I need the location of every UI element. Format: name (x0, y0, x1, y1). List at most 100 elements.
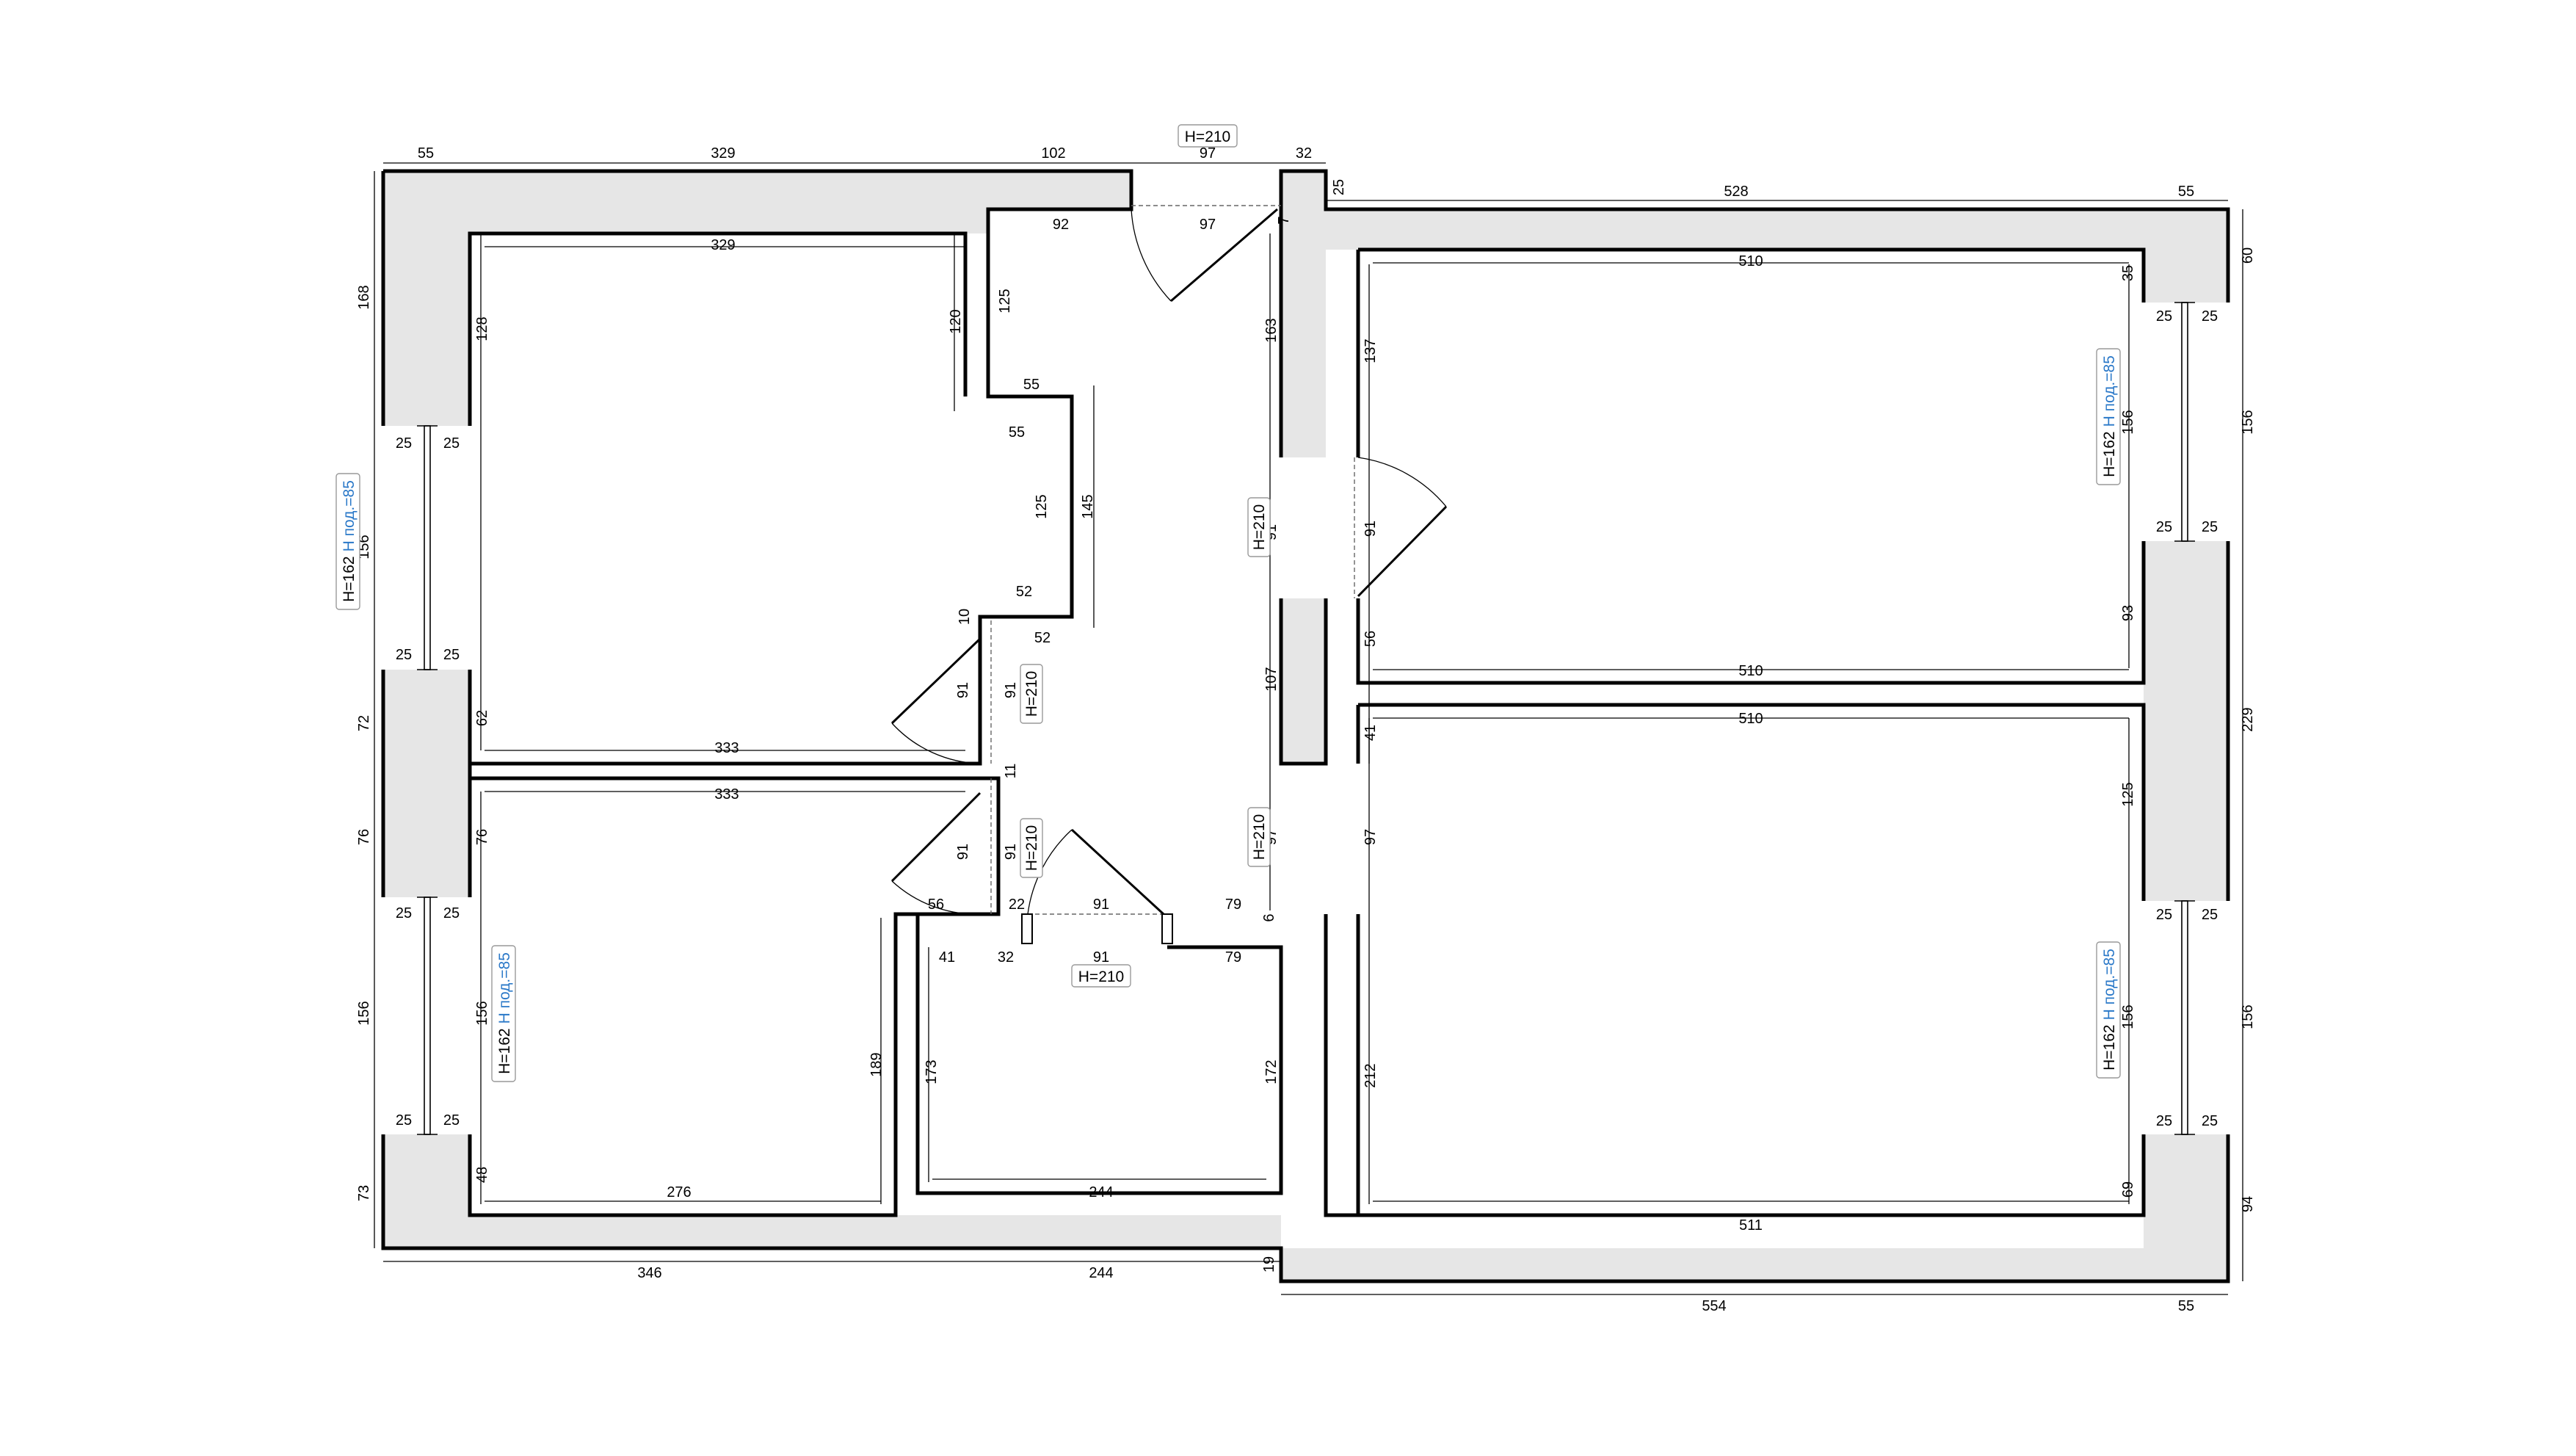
dim-41a: 41 (939, 949, 955, 966)
dim-top-7: 528 (1724, 184, 1748, 200)
dim-91d: 91 (1003, 844, 1019, 860)
dim-25-r7: 25 (2156, 1113, 2172, 1129)
svg-text:H=162H под.=85: H=162H под.=85 (2101, 355, 2118, 477)
dim-173: 173 (924, 1060, 940, 1084)
window-right-upper (2181, 302, 2188, 542)
dim-145: 145 (1080, 494, 1096, 518)
dim-91b: 91 (1003, 682, 1019, 698)
dim-right-1: 60 (2240, 247, 2256, 264)
dim-48: 48 (474, 1167, 490, 1183)
dim-25-r4: 25 (2202, 519, 2218, 535)
svg-text:H=162H под.=85: H=162H под.=85 (496, 952, 513, 1074)
svg-text:H=210: H=210 (1023, 825, 1040, 871)
dim-189: 189 (868, 1052, 885, 1076)
svg-text:H=210: H=210 (1023, 671, 1040, 717)
window-tag-left-lower: H=162H под.=85 (491, 945, 516, 1082)
dim-156-ll: 156 (474, 1001, 490, 1025)
dim-bottom-2: 244 (1089, 1265, 1113, 1281)
dim-32: 32 (998, 949, 1014, 966)
dim-92: 92 (1053, 217, 1069, 233)
door-tag-left-lower: H=210 (1020, 818, 1043, 878)
room-upper-left-door (890, 620, 992, 764)
room-lower-left-door (890, 778, 992, 915)
svg-text:H=162H под.=85: H=162H под.=85 (341, 480, 358, 602)
svg-text:H=162H под.=85: H=162H под.=85 (2101, 949, 2118, 1071)
dim-35: 35 (2120, 265, 2136, 281)
dim-25-l1: 25 (396, 435, 412, 452)
dim-25-r8: 25 (2202, 1113, 2218, 1129)
door-tag-bath: H=210 (1071, 964, 1131, 988)
dim-333a: 333 (714, 740, 739, 756)
dim-510b: 510 (1738, 663, 1763, 679)
dim-right-3: 229 (2240, 707, 2256, 731)
dim-79b: 79 (1225, 949, 1241, 966)
dim-25-l3: 25 (396, 647, 412, 663)
dim-top-6: 25 (1331, 179, 1347, 195)
dim-69: 69 (2120, 1181, 2136, 1198)
dim-22: 22 (1009, 897, 1025, 913)
dim-276: 276 (667, 1184, 691, 1200)
dim-top-4: 97 (1200, 145, 1216, 162)
window-tag-right-lower: H=162H под.=85 (2096, 941, 2121, 1079)
dim-333b: 333 (714, 786, 739, 803)
bathroom-door (1021, 828, 1173, 944)
dim-510a: 510 (1738, 253, 1763, 269)
dim-212: 212 (1363, 1063, 1379, 1087)
dim-91a: 91 (955, 682, 971, 698)
dim-left-5: 156 (356, 1001, 372, 1025)
dim-55b: 55 (1009, 424, 1025, 441)
door-tag-left-upper: H=210 (1020, 664, 1043, 724)
dim-25-r1: 25 (2156, 308, 2172, 325)
dim-top-5: 32 (1296, 145, 1312, 162)
dim-ul-128: 128 (474, 316, 490, 341)
dim-bottom-4: 554 (1702, 1298, 1726, 1314)
dim-right-5: 94 (2240, 1196, 2256, 1212)
dim-52b: 52 (1034, 630, 1051, 646)
dimension-labels: 55 329 102 97 32 25 528 55 346 244 19 55… (356, 145, 2256, 1314)
dim-25-l6: 25 (443, 905, 460, 921)
dim-bottom-1: 346 (637, 1265, 661, 1281)
svg-text:H=210: H=210 (1185, 128, 1230, 145)
dim-left-4: 76 (356, 829, 372, 845)
dim-left-3: 72 (356, 715, 372, 731)
dim-511: 511 (1739, 1217, 1763, 1234)
dim-125b: 125 (1034, 494, 1050, 518)
dim-25-l4: 25 (443, 647, 460, 663)
dim-79a: 79 (1225, 897, 1241, 913)
dim-62: 62 (474, 710, 490, 726)
window-tag-right-upper: H=162H под.=85 (2096, 348, 2121, 485)
dim-156-ru: 156 (2120, 410, 2136, 434)
window-left-upper (424, 425, 431, 670)
dim-107: 107 (1263, 667, 1280, 691)
dim-56-br: 56 (1363, 631, 1379, 647)
dim-25-l8: 25 (443, 1112, 460, 1129)
dim-25-r2: 25 (2202, 308, 2218, 325)
wall-outlines (381, 169, 2230, 1283)
walls (383, 171, 2228, 1281)
dim-172: 172 (1263, 1060, 1280, 1084)
dimension-lines (374, 162, 2243, 1295)
dim-91c: 91 (955, 844, 971, 860)
dim-left-6: 73 (356, 1185, 372, 1201)
dim-7: 7 (1276, 216, 1292, 224)
entrance-door (1131, 205, 1281, 303)
dim-bottom-5: 55 (2178, 1298, 2194, 1314)
dim-bottom-3: 19 (1261, 1256, 1277, 1272)
dim-10: 10 (957, 609, 973, 625)
dim-25-r5: 25 (2156, 907, 2172, 923)
dim-163: 163 (1263, 318, 1280, 342)
dim-25-r3: 25 (2156, 519, 2172, 535)
window-right-lower (2181, 900, 2188, 1135)
dim-125-lr: 125 (2120, 782, 2136, 806)
dim-6: 6 (1261, 913, 1277, 921)
door-tag-hall-lower: H=210 (1247, 807, 1271, 867)
dim-91-br: 91 (1363, 521, 1379, 537)
dim-25-l7: 25 (396, 1112, 412, 1129)
dim-97-lr: 97 (1363, 829, 1379, 845)
dim-41b: 41 (1363, 725, 1379, 741)
dim-91e: 91 (1093, 897, 1109, 913)
dim-ul-width: 329 (711, 237, 735, 253)
dim-top-1: 55 (418, 145, 434, 162)
svg-text:H=210: H=210 (1251, 814, 1268, 860)
dim-137: 137 (1363, 338, 1379, 363)
